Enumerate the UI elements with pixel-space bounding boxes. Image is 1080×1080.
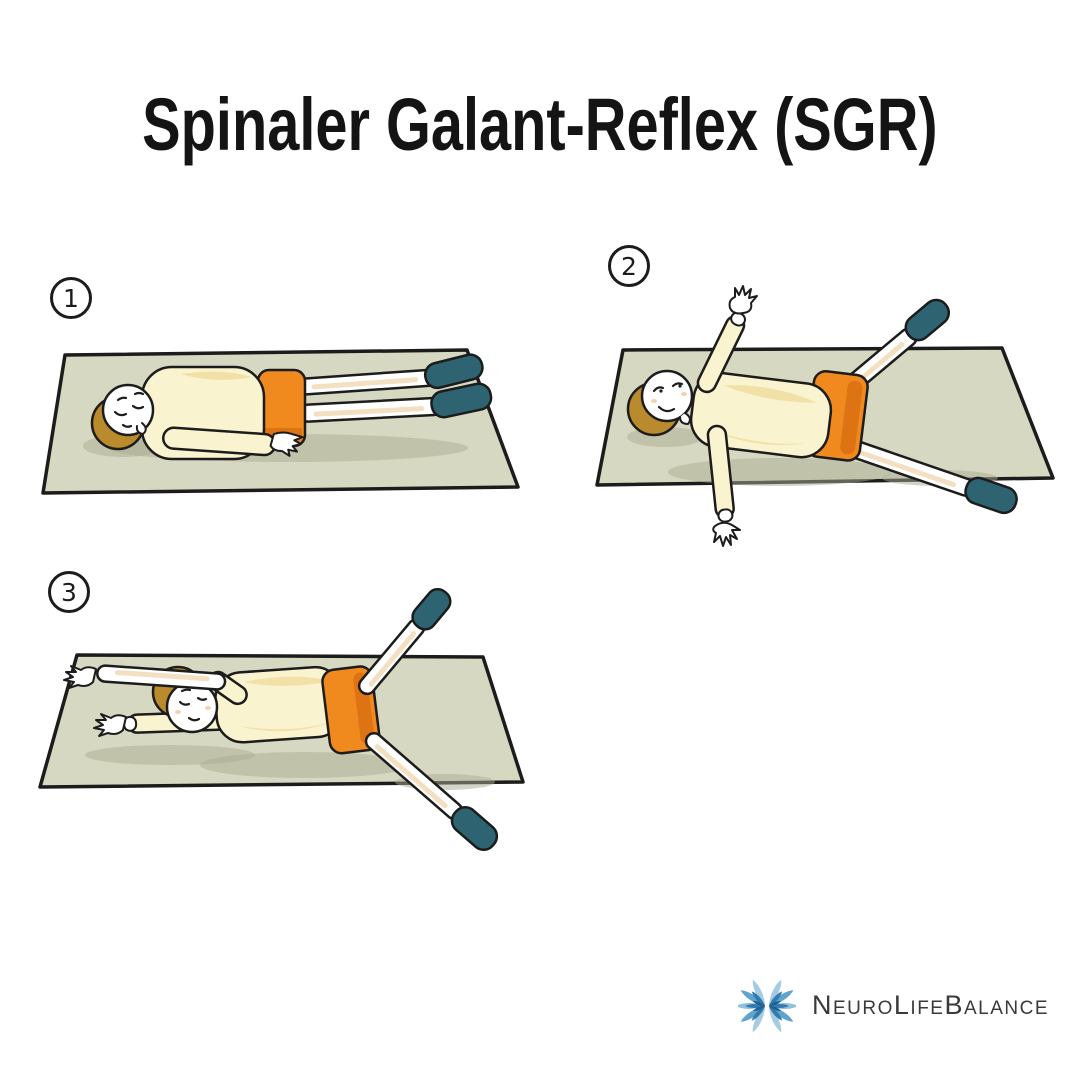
- step-2-badge: 2: [608, 245, 650, 287]
- step-1-illustration: [41, 348, 520, 495]
- figure-head: [90, 383, 155, 451]
- figure-hand-raised: [728, 285, 758, 315]
- body-shadow: [668, 458, 892, 486]
- figure-hand: [269, 431, 304, 457]
- figure-hand-down: [712, 521, 741, 547]
- figure-leg-raised: [357, 587, 452, 696]
- step-3-number: 3: [61, 577, 77, 607]
- page-title: Spinaler Galant-Reflex (SGR): [142, 83, 938, 166]
- step-1-number: 1: [63, 283, 79, 313]
- figure-sock: [964, 476, 1018, 515]
- step-3-illustration: [38, 587, 525, 852]
- lotus-icon: [738, 978, 796, 1034]
- figure-sock: [423, 353, 484, 390]
- figure-face: [113, 391, 145, 428]
- step-2-illustration: [595, 285, 1055, 547]
- figure-sock: [411, 587, 452, 631]
- brand-logo: NeuroLifeBalance: [738, 972, 1049, 1038]
- figure-arm: [161, 426, 304, 457]
- figure-sock: [904, 298, 951, 342]
- figure-face: [651, 382, 687, 413]
- step-3-badge: 3: [48, 571, 90, 613]
- figure-face-base: [101, 383, 155, 437]
- figure-arm-overhead: [63, 664, 248, 706]
- figure-ear: [135, 422, 147, 435]
- figure-hand: [93, 713, 127, 737]
- step-1-badge: 1: [50, 277, 92, 319]
- figure-sock: [430, 382, 493, 419]
- figure-hand: [63, 665, 97, 689]
- brand-name: NeuroLifeBalance: [812, 989, 1050, 1020]
- figure-sock: [450, 805, 499, 852]
- step-2-number: 2: [621, 251, 637, 281]
- figure-arm-down: [706, 424, 741, 547]
- figure-face: [175, 684, 211, 722]
- body-shadow: [200, 752, 410, 778]
- figure-ear: [679, 412, 691, 425]
- figure-arm-raised: [696, 285, 758, 394]
- figure-leg-lower: [364, 731, 499, 852]
- figure-head: [626, 369, 694, 437]
